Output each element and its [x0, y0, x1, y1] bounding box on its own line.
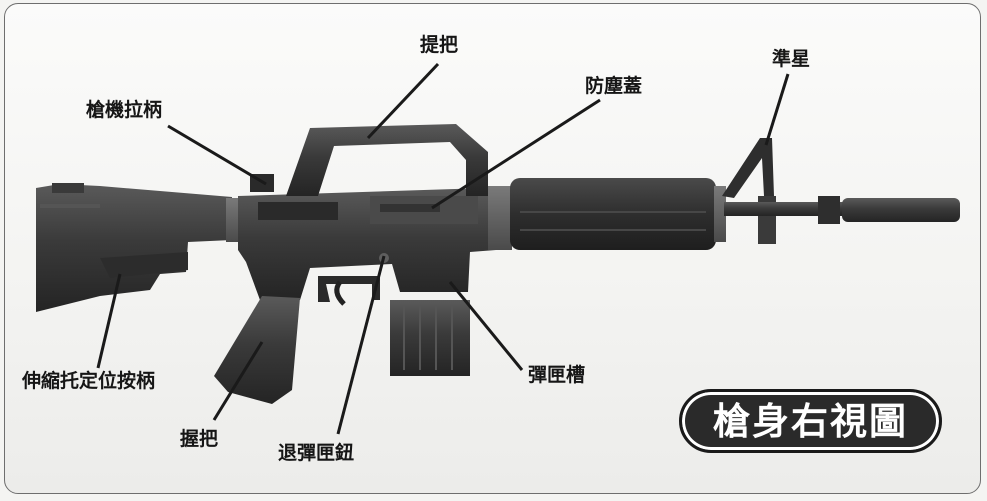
label-charging-handle: 槍機拉柄 [86, 99, 163, 121]
magazine [390, 300, 470, 376]
leader-stock-lever [96, 273, 122, 369]
leader-carry-handle [366, 62, 440, 140]
carry-handle [286, 124, 488, 196]
barrel-assembly [722, 138, 960, 244]
leader-front-sight [764, 73, 790, 146]
diagram-title: 槍身右視圖 [713, 399, 908, 443]
title-badge: 槍身右視圖 [679, 389, 942, 453]
label-pistol-grip: 握把 [180, 428, 219, 450]
label-stock-adjust-lever: 伸縮托定位按柄 [22, 370, 156, 392]
leader-magazine-release [336, 255, 386, 435]
leader-dust-cover [431, 98, 601, 210]
leader-pistol-grip [212, 341, 264, 421]
leader-lines [96, 62, 790, 435]
buttstock [36, 183, 246, 312]
label-magazine-release: 退彈匣鈕 [278, 442, 355, 464]
receiver [238, 174, 496, 306]
handguard [488, 178, 726, 250]
leader-magazine-well [448, 281, 524, 371]
label-magazine-well: 彈匣槽 [528, 364, 586, 386]
label-carry-handle: 提把 [420, 34, 459, 56]
label-dust-cover: 防塵蓋 [585, 75, 643, 97]
leader-charging-handle [167, 124, 267, 186]
label-front-sight: 準星 [772, 48, 811, 70]
